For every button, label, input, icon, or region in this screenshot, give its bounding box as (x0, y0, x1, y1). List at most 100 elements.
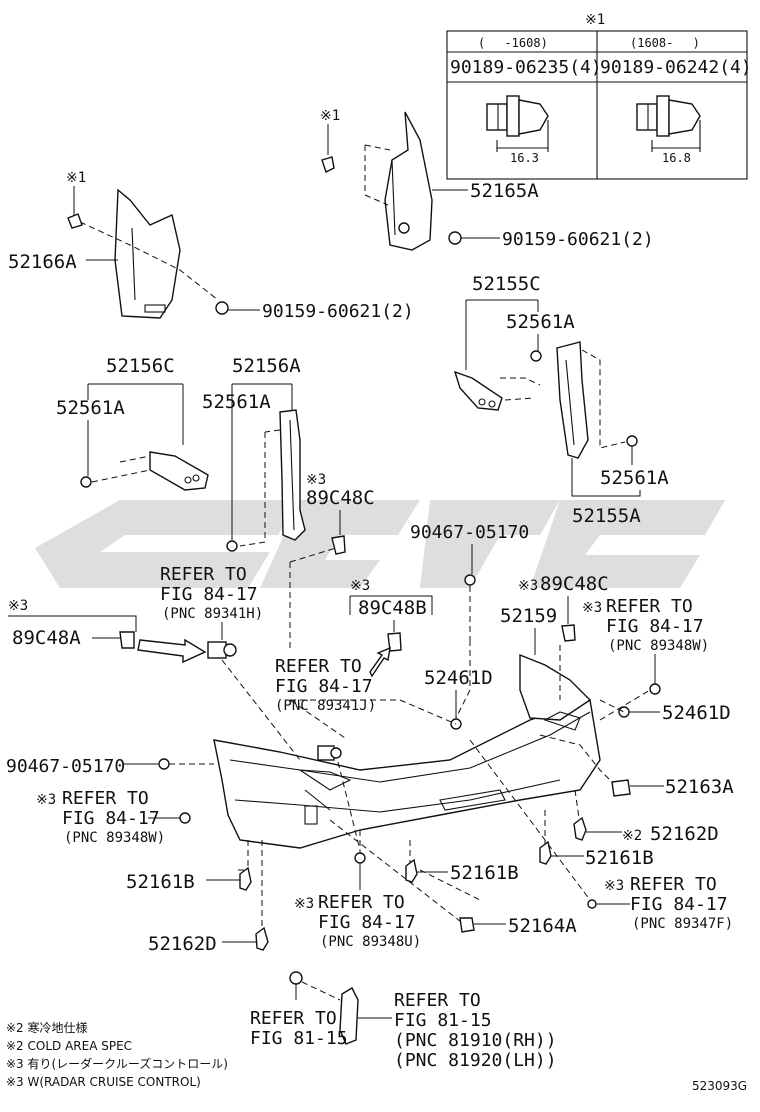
label-52161B-l: 52161B (126, 871, 195, 893)
ref-89348W-r-l2: FIG 84-17 (606, 616, 704, 637)
ref-89347F-l1: REFER TO (630, 874, 717, 895)
note-3: ※3 有り(レーダークルーズコントロール) (6, 1056, 228, 1071)
clip-table-mark: ※1 (585, 12, 605, 28)
clip-52161B-l (239, 866, 252, 891)
label-52159: 52159 (500, 605, 557, 627)
part-52166A-bracket (79, 188, 219, 319)
mark-3-ref-c: ※3 (294, 896, 314, 912)
clip-52162D-l (255, 926, 269, 951)
ref-89341J-l2: FIG 84-17 (275, 676, 373, 697)
sensor-icon-l2 (179, 812, 191, 824)
clip-icon-left (486, 95, 549, 152)
clip-col2-part: 90189-06242(4) (600, 57, 752, 78)
ref-89348W-r-l3: (PNC 89348W) (608, 638, 709, 654)
label-52166A: 52166A (8, 251, 77, 273)
label-52164A: 52164A (508, 915, 577, 937)
rear-bumper-cover (213, 653, 601, 849)
ref-89348W-r-l1: REFER TO (606, 596, 693, 617)
label-52161B-r: 52161B (585, 847, 654, 869)
label-52163A: 52163A (665, 776, 734, 798)
ref-89348U-l3: (PNC 89348U) (320, 934, 421, 950)
part-52155C (453, 370, 541, 411)
part-reflector (339, 987, 359, 1045)
clip-col2-dim: 16.8 (662, 151, 691, 165)
ref-81-15-a-l1: REFER TO (250, 1008, 337, 1029)
ref-89347F-l3: (PNC 89347F) (632, 916, 733, 932)
sensor-icon-89348U (354, 852, 366, 864)
diagram-id: 523093G (692, 1079, 747, 1093)
label-52162D-l: 52162D (148, 933, 217, 955)
label-90467-left: 90467-05170 (6, 756, 125, 777)
clip-icon-right (636, 95, 701, 152)
ref-81910: (PNC 81910(RH)) (394, 1030, 557, 1051)
label-52156A: 52156A (232, 355, 301, 377)
ref-81-15-a-l2: FIG 81-15 (250, 1028, 348, 1049)
label-52162D-r: 52162D (650, 823, 719, 845)
bracket-89C48A (119, 631, 135, 649)
ref-89347F-l2: FIG 84-17 (630, 894, 728, 915)
note-1: ※2 寒冷地仕様 (6, 1020, 88, 1035)
label-52165A: 52165A (470, 180, 539, 202)
part-52165A-bracket (364, 111, 433, 251)
ref-81-15-b-l2: FIG 81-15 (394, 1010, 492, 1031)
ref-89348W-l-l3: (PNC 89348W) (64, 830, 165, 846)
label-52155C: 52155C (472, 273, 541, 295)
mark-1-top: ※1 (320, 108, 340, 124)
ref-89341J-l1: REFER TO (275, 656, 362, 677)
mark-3-89C48B: ※3 (350, 578, 370, 594)
clip-52161B-r (539, 840, 552, 865)
ref-89348W-l-l1: REFER TO (62, 788, 149, 809)
mark-3-89C48A: ※3 (8, 598, 28, 614)
bolt-icon (448, 231, 462, 245)
label-52561A-l1: 52561A (56, 397, 125, 419)
clip-icon-90467-l (158, 758, 170, 770)
clip-col1-range: ( -1608) (478, 36, 548, 50)
ref-81-15-b-l1: REFER TO (394, 990, 481, 1011)
label-90467-top: 90467-05170 (410, 522, 529, 543)
label-52561A-r2: 52561A (600, 467, 669, 489)
ref-89341H-l3: (PNC 89341H) (162, 606, 263, 622)
label-52161B-c: 52161B (450, 862, 519, 884)
bolt-icon-l2 (226, 540, 238, 552)
mark-3-ref-r1: ※3 (582, 600, 602, 616)
watermark-logo (35, 500, 725, 588)
clip-fastener-left (67, 213, 83, 229)
clip-52162D-r (573, 816, 587, 841)
label-52461D-c: 52461D (424, 667, 493, 689)
clip-52161B-c (405, 858, 418, 883)
label-89C48C-r: 89C48C (540, 573, 609, 595)
part-52155A (556, 341, 626, 459)
mark-1-left: ※1 (66, 170, 86, 186)
sensor-icon-r (649, 683, 661, 695)
arrow-icon (137, 638, 207, 664)
ref-89348U-l1: REFER TO (318, 892, 405, 913)
sensor-icon-center (317, 745, 342, 761)
mark-3-ref-r2: ※3 (604, 878, 624, 894)
label-89C48B: 89C48B (358, 597, 427, 619)
part-52156C (91, 451, 209, 491)
part-52156A (239, 409, 306, 547)
mark-3-ref-l: ※3 (36, 792, 56, 808)
label-52461D-r: 52461D (662, 702, 731, 724)
part-52159 (519, 653, 592, 721)
label-89C48C-l: 89C48C (306, 487, 375, 509)
sensor-icon-89347F (587, 899, 597, 909)
bracket-89C48B (387, 632, 402, 652)
bracket-89C48C-r (561, 624, 576, 642)
label-52561A-r1: 52561A (506, 311, 575, 333)
clip-col1-part: 90189-06235(4) (450, 57, 602, 78)
clip-col1-dim: 16.3 (510, 151, 539, 165)
bolt-icon-bottom (289, 971, 303, 985)
clip-col2-range: (1608- ) (630, 36, 700, 50)
clip-table (446, 30, 748, 180)
bracket-89C48C-l (331, 535, 346, 555)
label-90159-top: 90159-60621(2) (502, 229, 654, 250)
arrow-icon-up (369, 646, 391, 678)
clip-fastener (321, 156, 335, 173)
mark-2: ※2 (622, 828, 642, 844)
ref-89348U-l2: FIG 84-17 (318, 912, 416, 933)
bolt-icon-r1 (530, 350, 542, 362)
ref-89341H-l2: FIG 84-17 (160, 584, 258, 605)
label-89C48A: 89C48A (12, 627, 81, 649)
